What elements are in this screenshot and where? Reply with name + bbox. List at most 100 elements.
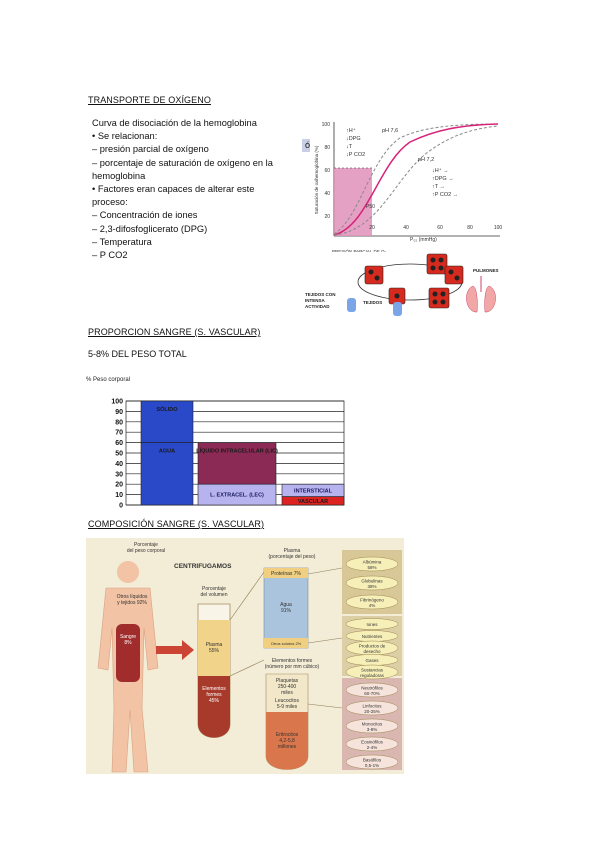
curve-left-legend: ↑H⁺ ↓DPG ↓T ↓P CO2	[346, 127, 365, 158]
tissue-icon-1	[347, 298, 356, 312]
composition-pill	[345, 718, 399, 734]
composition-pill	[345, 754, 399, 770]
curve-ylabel: Saturación de oxihemoglobina (%)	[314, 145, 319, 214]
bar-label: LÍQUIDO INTRACELULAR (LIC)	[196, 447, 278, 455]
arrow-to-tube-icon	[156, 640, 194, 660]
svg-text:Agua: Agua	[280, 602, 292, 608]
pill-label: Monocitos	[362, 722, 383, 727]
pill-label: Eosinófilos	[361, 740, 384, 745]
curve-left	[333, 123, 499, 235]
pill-label: 4%	[369, 603, 376, 608]
text-line: Curva de disociación de la hemoglobina	[92, 118, 257, 128]
pill-label: Gases	[365, 658, 379, 663]
text-line: – Concentración de iones	[92, 210, 198, 221]
svg-text:20: 20	[369, 225, 375, 231]
bar-label: AGUA	[159, 449, 175, 455]
svg-text:↑H⁺: ↑H⁺	[346, 127, 356, 134]
pill-label: 2-4%	[367, 745, 378, 750]
svg-text:60: 60	[324, 168, 330, 174]
svg-text:Porcentaje: Porcentaje	[134, 542, 158, 548]
svg-text:Eritrocitos: Eritrocitos	[276, 732, 299, 738]
composition-pill	[345, 618, 399, 630]
bar-segment	[140, 442, 194, 506]
svg-text:Proteínas 7%: Proteínas 7%	[271, 571, 302, 577]
pill-label: 38%	[367, 584, 376, 589]
label-intense-tissue-1: TEJIDOS CON	[305, 292, 336, 297]
test-tube-icon	[197, 603, 231, 738]
composition-pill	[345, 682, 399, 698]
svg-text:Porcentaje: Porcentaje	[202, 586, 226, 592]
svg-text:250-400: 250-400	[278, 684, 297, 690]
composition-pill	[345, 594, 399, 610]
centrifuge-label: CENTRIFUGAMOS	[174, 563, 232, 570]
y-tick-label: 50	[115, 451, 123, 458]
red-blood-cells	[364, 253, 464, 309]
svg-text:40: 40	[403, 225, 409, 231]
pill-label: 58%	[367, 565, 376, 570]
pill-label: 60-70%	[364, 691, 380, 696]
y-tick-label: 100	[111, 399, 123, 406]
svg-text:20: 20	[324, 214, 330, 220]
dissociation-curve-figure: 100 80 60 40 20 20 40 60 80 100 Saturaci…	[310, 108, 510, 258]
svg-text:91%: 91%	[281, 608, 292, 614]
label-tissues: TEJIDOS	[363, 300, 382, 305]
text-line: hemoglobina	[92, 170, 146, 181]
svg-text:5-9 miles: 5-9 miles	[277, 704, 298, 710]
text-line: • Se relacionan:	[92, 131, 158, 142]
bar-label: L. EXTRACEL. (LEC)	[210, 493, 264, 499]
curve-right-legend: ↓H⁺ → ↑DPG → ↑T → ↑P CO2 →	[432, 167, 458, 198]
human-body-icon	[97, 561, 159, 773]
chart-title: % Peso corporal	[86, 377, 130, 383]
y-tick-label: 70	[115, 430, 123, 437]
svg-text:↓P CO2: ↓P CO2	[346, 152, 365, 158]
text-line: proceso:	[92, 197, 128, 208]
svg-text:↓H⁺ →: ↓H⁺ →	[432, 167, 449, 174]
svg-text:↑DPG →: ↑DPG →	[432, 176, 454, 182]
bar-segment	[140, 400, 194, 443]
bar-segment	[281, 496, 345, 506]
svg-text:(número por mm cúbico): (número por mm cúbico)	[265, 664, 320, 670]
pill-label: Neutrófilos	[361, 686, 383, 691]
side-mark: ó	[302, 139, 313, 152]
oxygen-transport-diagram: TEJIDOS CON INTENSA ACTIVIDAD TEJIDOS PU…	[305, 252, 510, 318]
blood-composition-figure: Porcentaje del peso corporal Otros líqui…	[86, 538, 404, 774]
svg-text:45%: 45%	[209, 698, 220, 704]
svg-text:Otros líquidos: Otros líquidos	[117, 594, 148, 600]
svg-text:Plasma: Plasma	[206, 642, 223, 648]
section-heading-blood-composition: COMPOSICIÓN SANGRE (S. VASCULAR)	[88, 519, 265, 529]
svg-text:60: 60	[437, 225, 443, 231]
text-line: – presión parcial de oxígeno	[92, 144, 209, 155]
pill-label: Linfocitos	[362, 704, 382, 709]
composition-pill	[345, 575, 399, 591]
text-line: – porcentaje de saturación de oxígeno en…	[92, 157, 273, 168]
svg-text:Plaquetas: Plaquetas	[276, 678, 299, 684]
text-line: – 2,3-difosfoglicerato (DPG)	[92, 223, 208, 234]
bar-segment	[197, 483, 277, 506]
curve-xlabel: PRESIÓN PARCIAL DE O₂	[332, 248, 387, 254]
text-line: • Factores eran capaces de alterar este	[92, 184, 255, 195]
svg-text:80: 80	[467, 225, 473, 231]
section-heading-oxygen: TRANSPORTE DE OXÍGENO	[88, 95, 211, 105]
svg-text:(porcentaje del peso): (porcentaje del peso)	[269, 554, 316, 560]
y-tick-label: 40	[115, 461, 123, 468]
svg-text:↑P CO2 →: ↑P CO2 →	[432, 192, 458, 198]
pill-label: Basófilos	[363, 758, 382, 763]
composition-pill	[345, 556, 399, 572]
pill-label: Iones	[366, 622, 378, 627]
svg-text:40: 40	[324, 191, 330, 197]
svg-text:del peso corporal: del peso corporal	[127, 548, 165, 554]
svg-text:Otros solutos 2%: Otros solutos 2%	[271, 641, 302, 646]
pill-label: 3-8%	[367, 727, 378, 732]
y-tick-label: 60	[115, 440, 123, 447]
label-p50: P50	[366, 204, 375, 210]
pill-label: desecho	[363, 649, 381, 654]
pill-label: 0,5-1%	[365, 763, 379, 768]
svg-text:del volumen: del volumen	[201, 592, 228, 598]
svg-text:Leucocitos: Leucocitos	[275, 698, 299, 704]
curve-right	[333, 125, 499, 236]
svg-text:55%: 55%	[209, 648, 220, 654]
y-tick-label: 20	[115, 482, 123, 489]
bar-segment	[197, 442, 277, 485]
pill-label: Sustancias	[361, 668, 384, 673]
svg-text:Elementos: Elementos	[202, 686, 226, 692]
